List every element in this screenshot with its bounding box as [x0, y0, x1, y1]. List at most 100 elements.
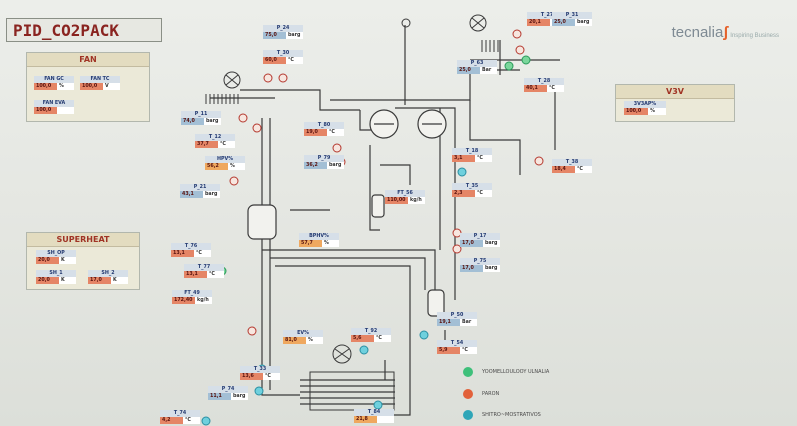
fan-tag-value: 100,0 — [34, 107, 57, 114]
instrument-tag[interactable]: HPV%56,2% — [205, 156, 245, 170]
instrument-tag-name: EV% — [283, 330, 323, 337]
instrument-tag-value: 75,0 — [263, 32, 286, 39]
instrument-tag-value: 13,6 — [240, 373, 263, 380]
fan-tag-unit: V — [103, 83, 120, 90]
instrument-tag-value: 110,00 — [385, 197, 408, 204]
instrument-tag-name: P_31 — [552, 12, 592, 19]
instrument-tag-name: P_50 — [437, 312, 477, 319]
instrument-tag-reading: 81,0% — [283, 337, 323, 344]
instrument-tag-name: T_33 — [240, 366, 280, 373]
instrument-tag-reading: 5,9°C — [437, 347, 477, 354]
instrument-tag-unit: barg — [483, 265, 500, 272]
superheat-tag-name: SH_2 — [88, 270, 128, 277]
fan-tag-reading: 100,0% — [34, 83, 74, 90]
instrument-tag-reading: 13,1°C — [184, 271, 224, 278]
legend-dot-icon — [463, 389, 473, 399]
instrument-tag[interactable]: BPHV%57,7% — [299, 233, 339, 247]
instrument-tag-name: P_74 — [208, 386, 248, 393]
instrument-tag-name: T_28 — [524, 78, 564, 85]
fan-tag-name: FAN EVA — [34, 100, 74, 107]
instrument-tag-reading: 40,1°C — [524, 85, 564, 92]
v3v-tag-value: 100,0 — [624, 108, 648, 115]
instrument-tag-reading: 13,6°C — [240, 373, 280, 380]
instrument-tag-value: 11,1 — [208, 393, 231, 400]
instrument-tag-value: 40,1 — [524, 85, 547, 92]
instrument-tag-value: 4,2 — [160, 417, 183, 424]
v3v-tag[interactable]: 3V3AP%100,0% — [624, 101, 666, 115]
instrument-tag-value: 21,8 — [354, 416, 377, 423]
instrument-tag-unit: barg — [203, 191, 220, 198]
superheat-tag-name: SH_1 — [36, 270, 76, 277]
instrument-tag-name: T_38 — [552, 159, 592, 166]
instrument-tag-reading: 36,2barg — [304, 162, 344, 169]
instrument-tag-reading: 3,1°C — [452, 155, 492, 162]
instrument-tag-value: 57,7 — [299, 240, 322, 247]
instrument-tag-reading: 110,00kg/h — [385, 197, 425, 204]
instrument-tag-reading: 21,8 — [354, 416, 394, 423]
instrument-tag-unit: kg/h — [195, 297, 212, 304]
instrument-tag-value: 2,3 — [452, 190, 475, 197]
instrument-tag-name: BPHV% — [299, 233, 339, 240]
instrument-tag-unit: °C — [547, 85, 564, 92]
instrument-tag-name: P_63 — [457, 60, 497, 67]
fan-tag-reading: 100,0 — [34, 107, 74, 114]
instrument-tag-name: T_30 — [263, 50, 303, 57]
instrument-tag-name: T_77 — [184, 264, 224, 271]
superheat-tag-unit: K — [111, 277, 128, 284]
superheat-tag-reading: 17,0K — [88, 277, 128, 284]
instrument-tag-name: FT_56 — [385, 190, 425, 197]
instrument-tag-name: T_84 — [354, 409, 394, 416]
fan-tag-value: 100,0 — [34, 83, 57, 90]
instrument-tag-unit: barg — [231, 393, 248, 400]
instrument-tag-unit: % — [306, 337, 323, 344]
instrument-tag-unit: barg — [204, 118, 221, 125]
instrument-tag-reading: 2,3°C — [452, 190, 492, 197]
instrument-tag-unit: % — [228, 163, 245, 170]
instrument-tag-reading: 57,7% — [299, 240, 339, 247]
instrument-tag-unit: °C — [327, 129, 344, 136]
v3v-tag-name: 3V3AP% — [624, 101, 666, 108]
v3v-tag-reading: 100,0% — [624, 108, 666, 115]
superheat-tag-value: 20,0 — [36, 277, 59, 284]
instrument-tag-reading: 18,4°C — [552, 166, 592, 173]
instrument-tag[interactable]: EV%81,0% — [283, 330, 323, 344]
instrument-tag-name: T_92 — [351, 328, 391, 335]
instrument-tag-unit: °C — [475, 190, 492, 197]
instrument-tag-value: 19,1 — [437, 319, 460, 326]
